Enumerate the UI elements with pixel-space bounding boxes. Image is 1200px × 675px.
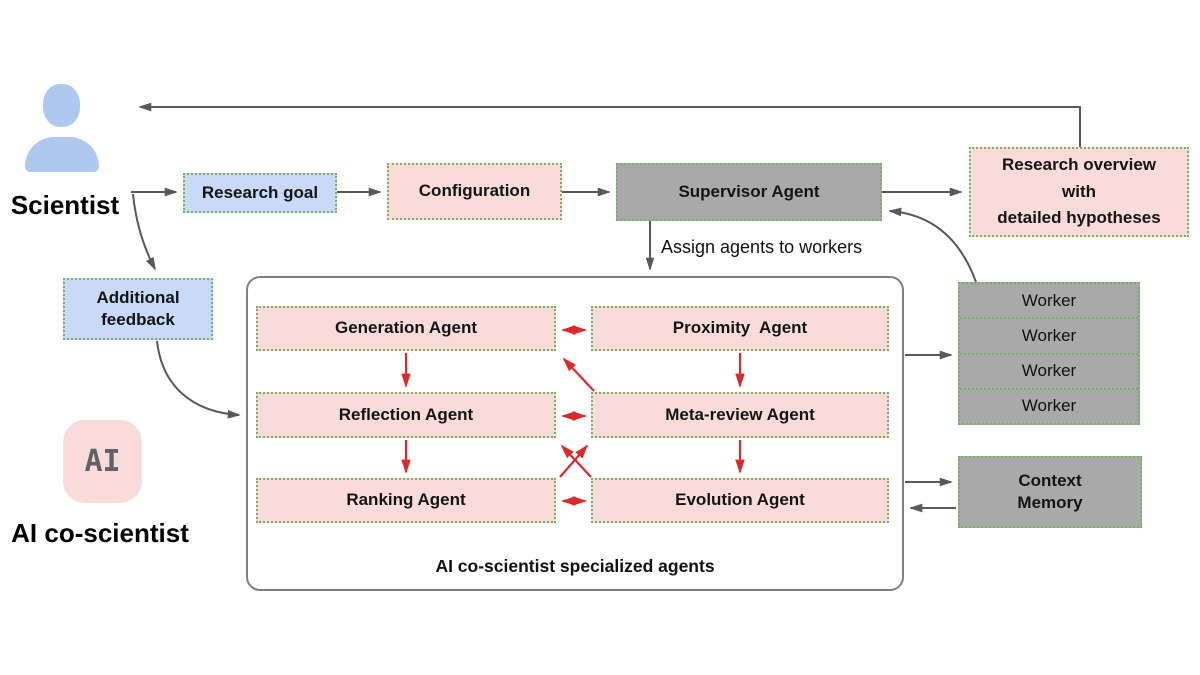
specialized-agents-container [246,276,904,591]
context-memory-box: Context Memory [958,456,1142,528]
arrow-evolution-to-reflection-diagonal [560,444,592,478]
reflection-agent-box: Reflection Agent [256,392,556,438]
supervisor-agent-box: Supervisor Agent [616,163,882,221]
arrow-ranking-to-metareview-diagonal [559,444,589,478]
worker-row: Worker [960,352,1138,388]
evolution-agent-box: Evolution Agent [591,478,889,523]
research-goal-box: Research goal [183,173,337,213]
configuration-box: Configuration [387,163,562,220]
worker-row: Worker [960,317,1138,352]
scientist-person-icon [43,84,80,127]
scientist-person-body [25,137,99,172]
generation-agent-box: Generation Agent [256,306,556,351]
arrow-metareview-to-generation-diagonal [562,357,595,392]
ai-co-scientist-label: AI co-scientist [11,518,189,548]
assign-agents-note: Assign agents to workers [661,237,863,257]
worker-row: Worker [960,387,1138,423]
arrow-workers-to-supervisor [888,207,977,283]
scientist-label: Scientist [10,190,120,220]
arrow-scientist-to-additional-feedback [132,193,156,271]
ranking-agent-box: Ranking Agent [256,478,556,523]
meta-review-agent-box: Meta-review Agent [591,392,889,438]
proximity-agent-box: Proximity Agent [591,306,889,351]
agents-container-caption: AI co-scientist specialized agents [435,556,715,576]
arrow-additional-feedback-to-container [156,340,241,419]
arrow-overview-to-scientist [138,102,1081,147]
workers-box: Worker Worker Worker Worker [958,282,1140,425]
additional-feedback-box: Additional feedback [63,278,213,340]
worker-row: Worker [1021,290,1077,310]
ai-icon: AI [63,420,142,503]
research-overview-box: Research overview with detailed hypothes… [969,147,1189,237]
